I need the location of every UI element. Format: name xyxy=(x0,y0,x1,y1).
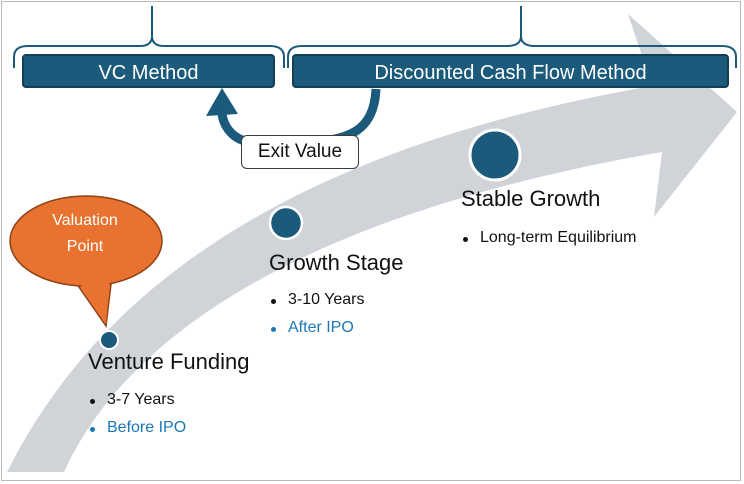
venture-funding-bullet: Before IPO xyxy=(90,419,186,437)
growth-stage-node xyxy=(268,205,304,241)
valuation-point-line1: Valuation xyxy=(52,212,118,229)
growth-stage-bullet: After IPO xyxy=(271,319,354,337)
growth-arrow xyxy=(7,14,737,472)
exit-value-box: Exit Value xyxy=(241,135,359,169)
venture-funding-title: Venture Funding xyxy=(88,349,250,374)
stable-growth-title: Stable Growth xyxy=(461,186,601,211)
valuation-point-label: Valuation Point xyxy=(12,208,158,260)
venture-funding-bullet: 3-7 Years xyxy=(90,391,175,409)
curly-brace-icon xyxy=(13,6,285,68)
stable-growth-node xyxy=(468,128,522,182)
venture-funding-node xyxy=(99,330,119,350)
valuation-callout-joint xyxy=(76,274,110,324)
growth-stage-bullet: 3-10 Years xyxy=(271,291,365,309)
curved-arrow-head xyxy=(206,88,238,116)
valuation-point-line2: Point xyxy=(66,238,104,255)
curly-brace-icon xyxy=(287,6,737,68)
growth-stage-title: Growth Stage xyxy=(269,250,404,275)
dcf-method-box: Discounted Cash Flow Method xyxy=(292,54,729,88)
stable-growth-bullet: Long-term Equilibrium xyxy=(463,229,637,247)
vc-method-box: VC Method xyxy=(22,54,275,88)
